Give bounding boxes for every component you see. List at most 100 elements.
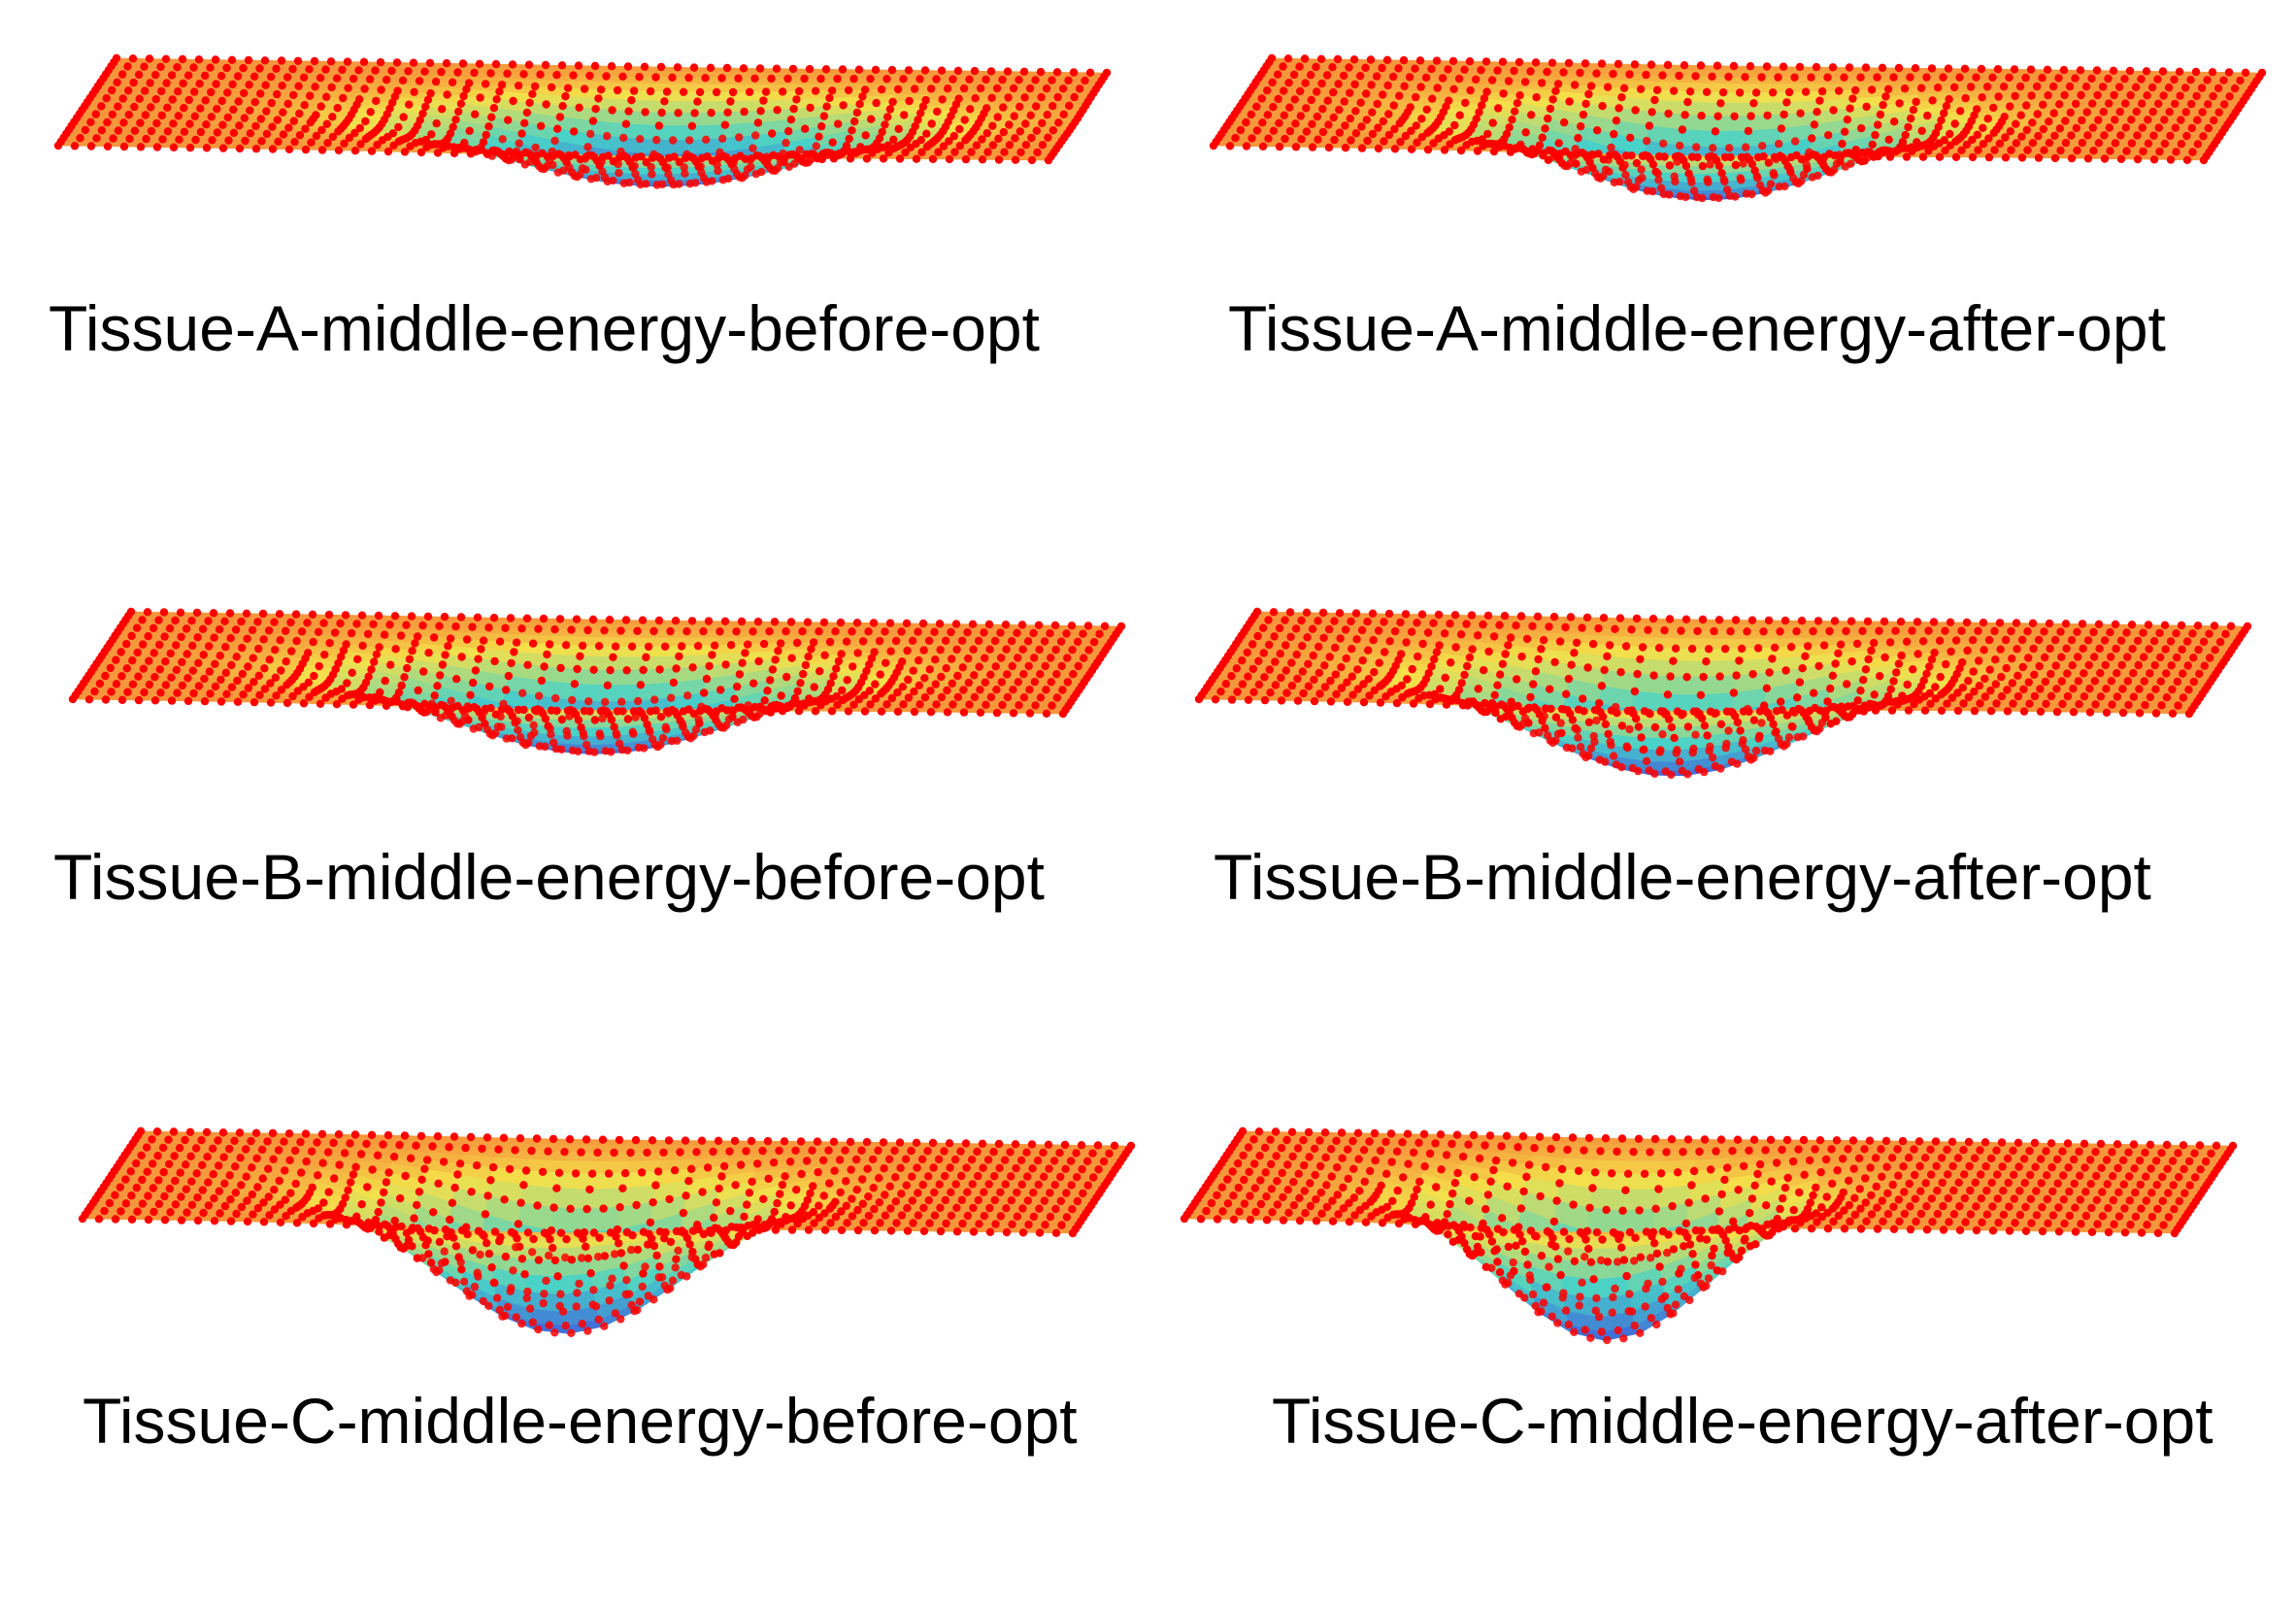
mesh-node <box>2100 131 2108 139</box>
mesh-node <box>1952 153 1960 161</box>
mesh-node <box>371 66 379 74</box>
mesh-node <box>2060 66 2068 74</box>
mesh-node <box>142 111 150 118</box>
mesh-node <box>503 734 511 742</box>
mesh-node <box>1008 637 1015 645</box>
mesh-node <box>2200 156 2208 164</box>
mesh-node <box>1961 94 1969 102</box>
mesh-node <box>1943 102 1950 110</box>
mesh-node <box>2225 68 2233 76</box>
mesh-node <box>1026 84 1034 92</box>
mesh-node <box>2181 84 2189 91</box>
mesh-node <box>794 688 802 695</box>
mesh-node <box>985 621 993 628</box>
mesh-node <box>746 88 753 96</box>
mesh-node <box>1243 142 1250 150</box>
mesh-node <box>1572 160 1580 168</box>
mesh-node <box>2236 77 2244 84</box>
mesh-node <box>881 627 888 635</box>
mesh-node <box>174 87 182 95</box>
mesh-node <box>507 614 515 621</box>
mesh-node <box>558 61 566 69</box>
mesh-node <box>487 114 495 121</box>
mesh-node <box>233 677 241 685</box>
mesh-node <box>1015 701 1022 709</box>
mesh-node <box>1556 150 1564 157</box>
mesh-node <box>1383 82 1391 89</box>
mesh-surface-plot <box>1194 29 2296 538</box>
mesh-node <box>970 671 978 679</box>
mesh-node <box>575 104 582 112</box>
mesh-node <box>469 679 477 687</box>
mesh-node <box>1490 148 1498 155</box>
mesh-node <box>1383 56 1391 64</box>
mesh-node <box>639 666 647 674</box>
mesh-node <box>1807 74 1814 82</box>
mesh-node <box>1737 176 1745 184</box>
mesh-node <box>2159 91 2167 99</box>
mesh-node <box>482 705 489 713</box>
mesh-node <box>2012 120 2019 128</box>
mesh-node <box>195 55 203 63</box>
mesh-node <box>1571 81 1579 88</box>
mesh-node <box>2087 75 2095 83</box>
mesh-node <box>991 637 999 645</box>
mesh-node <box>547 730 554 738</box>
mesh-node <box>1671 178 1679 185</box>
mesh-node <box>1848 94 1856 102</box>
mesh-node <box>517 129 525 137</box>
mesh-node <box>1027 134 1035 142</box>
mesh-node <box>2116 108 2124 116</box>
mesh-node <box>591 716 599 723</box>
mesh-node <box>1033 127 1041 135</box>
mesh-node <box>888 694 896 702</box>
mesh-node <box>2122 147 2130 154</box>
mesh-node <box>2066 83 2074 90</box>
mesh-node <box>381 631 388 639</box>
mesh-node <box>969 621 977 628</box>
mesh-node <box>426 59 434 67</box>
mesh-node <box>118 70 126 78</box>
mesh-node <box>286 619 294 626</box>
mesh-node <box>283 699 291 707</box>
mesh-node <box>1341 121 1348 129</box>
mesh-node <box>614 707 621 715</box>
mesh-node <box>1778 124 1785 132</box>
mesh-node <box>1258 94 1266 102</box>
mesh-node <box>498 705 506 713</box>
mesh-node <box>303 619 311 626</box>
mesh-node <box>431 691 439 699</box>
mesh-node <box>795 87 803 95</box>
mesh-node <box>1060 111 1068 118</box>
mesh-node <box>375 612 383 620</box>
mesh-node <box>1002 621 1010 628</box>
mesh-node <box>2027 91 2035 99</box>
mesh-node <box>222 64 230 72</box>
mesh-node <box>2176 68 2183 76</box>
mesh-node <box>2139 123 2146 131</box>
mesh-node <box>754 657 762 665</box>
mesh-node <box>307 118 315 126</box>
mesh-node <box>1811 120 1818 128</box>
mesh-node <box>1070 93 1078 101</box>
mesh-node <box>254 645 262 653</box>
mesh-node <box>319 620 327 627</box>
mesh-node <box>1422 74 1430 82</box>
mesh-node <box>216 652 224 659</box>
mesh-node <box>2054 74 2062 82</box>
mesh-node <box>1493 66 1501 74</box>
mesh-node <box>439 660 447 668</box>
mesh-node <box>561 92 569 100</box>
mesh-node <box>553 125 561 133</box>
mesh-node <box>665 154 673 162</box>
mesh-node <box>280 130 287 138</box>
mesh-node <box>1703 88 1711 96</box>
mesh-node <box>325 611 333 619</box>
mesh-node <box>54 142 62 150</box>
mesh-node <box>936 620 944 627</box>
mesh-node <box>567 625 575 633</box>
mesh-node <box>1340 72 1348 80</box>
mesh-node <box>2165 84 2173 91</box>
mesh-node <box>1548 95 1556 103</box>
mesh-node <box>366 75 374 83</box>
